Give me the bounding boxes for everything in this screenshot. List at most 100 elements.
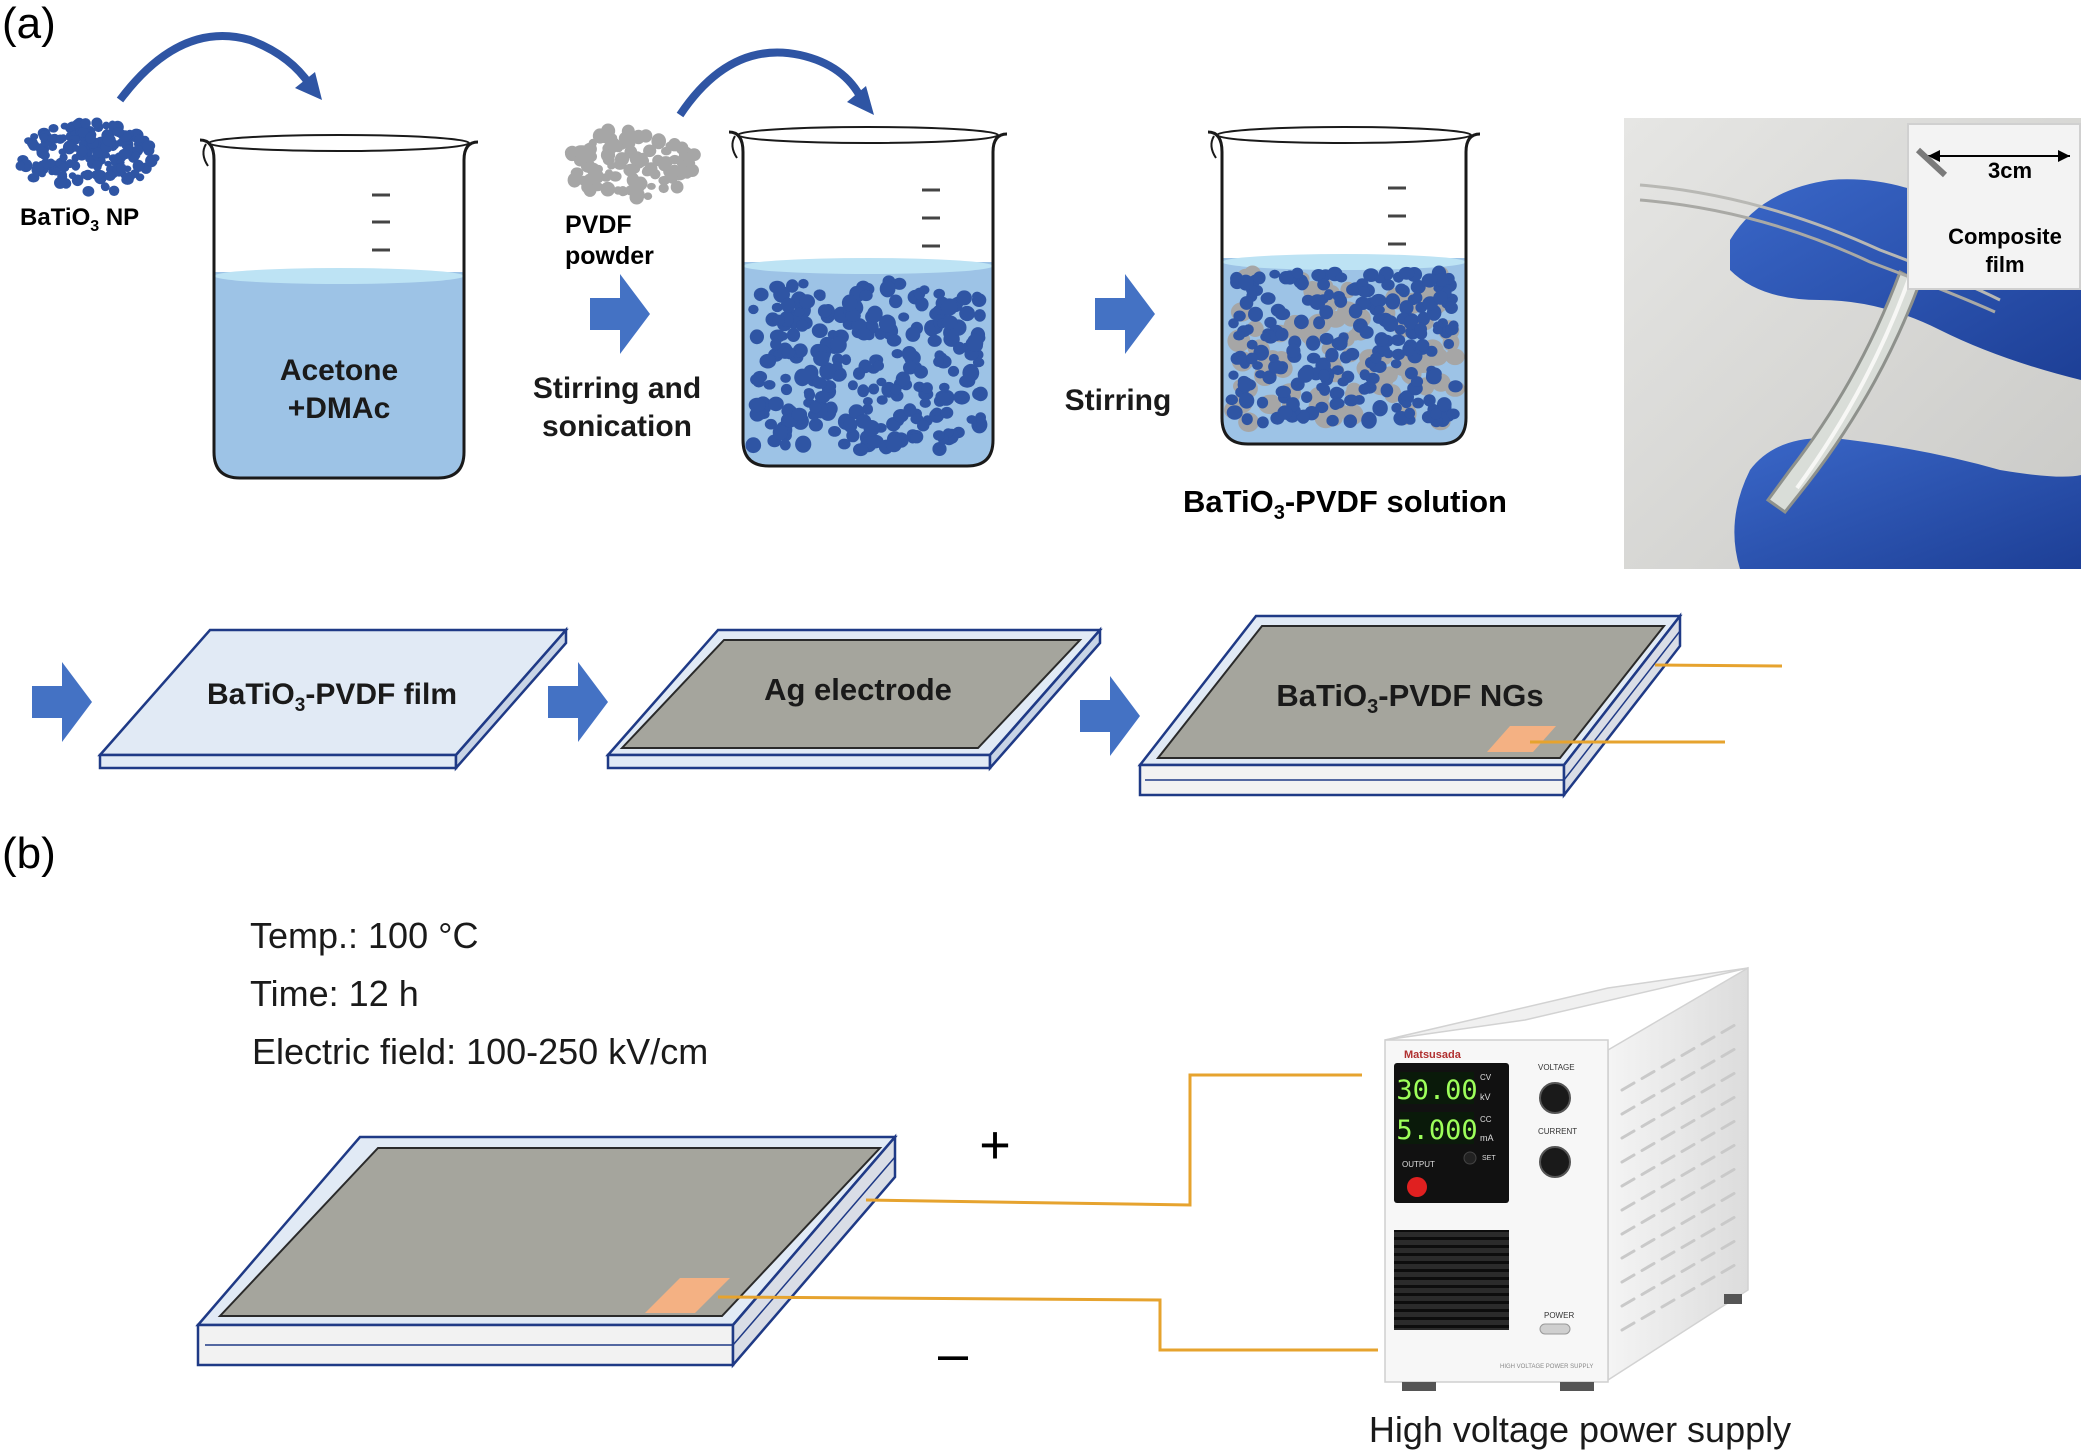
voltage-knob[interactable] <box>1539 1082 1571 1114</box>
particle <box>1286 343 1301 358</box>
particle <box>940 406 954 419</box>
cv-indicator: CV <box>1480 1073 1492 1082</box>
particle <box>613 159 627 170</box>
particle <box>750 373 764 386</box>
particle <box>834 369 847 381</box>
particle <box>58 162 70 173</box>
particle <box>1306 335 1321 351</box>
current-knob[interactable] <box>1539 1146 1571 1178</box>
particle <box>624 145 638 159</box>
particle <box>669 154 681 165</box>
vent-slot <box>1660 1274 1676 1285</box>
device-label: BaTiO3-PVDF NGs <box>1276 678 1543 718</box>
photo-caption-line1: Composite <box>1948 224 2062 249</box>
glove-finger-bottom <box>1734 438 2081 569</box>
particle <box>828 426 842 437</box>
particle <box>1344 394 1359 407</box>
particle <box>1346 283 1360 296</box>
particle <box>586 162 600 177</box>
particle <box>940 298 958 316</box>
particle <box>973 386 988 402</box>
particle <box>1361 411 1377 429</box>
particle <box>584 142 597 156</box>
particle <box>748 304 759 315</box>
vent-slot <box>1660 1106 1676 1117</box>
vent-slot <box>1680 1191 1696 1201</box>
particle <box>102 134 116 147</box>
particle <box>972 291 983 301</box>
particle <box>794 307 805 317</box>
particle <box>892 277 907 290</box>
process2-label: Stirring <box>1065 384 1172 417</box>
particle <box>885 435 903 453</box>
particle <box>1446 408 1460 420</box>
particle <box>972 357 985 368</box>
vent-slot <box>1660 1298 1676 1309</box>
vent-slot <box>1700 1083 1716 1094</box>
particle <box>1395 283 1408 295</box>
particle <box>55 134 66 144</box>
particle <box>135 173 145 182</box>
particle <box>1432 325 1443 335</box>
particle <box>779 439 791 451</box>
particle <box>1417 311 1430 326</box>
particle <box>607 162 616 170</box>
particle <box>917 420 930 432</box>
particle <box>132 159 145 172</box>
vent-slot <box>1620 1081 1636 1092</box>
particle <box>857 384 870 398</box>
particle <box>1343 414 1358 429</box>
particle <box>1275 327 1289 342</box>
vent-slot <box>1640 1190 1656 1200</box>
particle <box>51 167 61 176</box>
particle <box>811 323 828 339</box>
kv-unit: kV <box>1480 1092 1491 1102</box>
contact-pad <box>1487 726 1556 752</box>
particle <box>1385 293 1401 310</box>
particle <box>1265 394 1280 410</box>
particle <box>1275 385 1292 398</box>
particle <box>1309 294 1326 310</box>
vent-slot <box>1720 1024 1736 1034</box>
particle <box>941 315 958 330</box>
vent-slot <box>1640 1166 1656 1176</box>
particle <box>91 117 103 129</box>
particle <box>112 127 124 137</box>
particle <box>966 415 977 424</box>
particle <box>856 327 872 341</box>
particle <box>843 417 858 433</box>
vent-slot <box>1640 1238 1656 1248</box>
particle <box>62 140 76 155</box>
particle <box>1404 367 1418 380</box>
particle <box>1423 394 1436 407</box>
particle <box>71 161 81 171</box>
power-switch[interactable] <box>1539 1323 1571 1335</box>
vent-slot <box>1620 1177 1636 1188</box>
particle <box>808 418 824 432</box>
particle <box>1278 271 1294 285</box>
scale-inset <box>1907 123 2081 290</box>
vent-slot <box>1620 1225 1636 1236</box>
particle <box>1317 278 1330 291</box>
solution-label: BaTiO3-PVDF solution <box>1183 484 1507 524</box>
poling-device <box>195 1133 898 1369</box>
particle <box>72 144 81 152</box>
particle <box>1391 402 1402 413</box>
particle <box>65 123 75 132</box>
particle <box>134 134 144 144</box>
particle <box>1306 352 1321 364</box>
panel-label-a: (a) <box>2 0 56 48</box>
particle <box>131 151 141 160</box>
particle <box>769 280 786 294</box>
scale-bar-label: 3cm <box>1988 158 2032 183</box>
particle <box>853 367 865 380</box>
output-label: OUTPUT <box>1402 1160 1435 1169</box>
electrode-label: Ag electrode <box>764 672 952 707</box>
set-button[interactable] <box>1463 1151 1477 1165</box>
particle <box>1318 369 1330 382</box>
vent-slot <box>1720 1048 1736 1058</box>
particle <box>745 437 762 454</box>
vent-slot <box>1720 1144 1736 1154</box>
cc-indicator: CC <box>1480 1115 1492 1124</box>
output-button[interactable] <box>1407 1177 1427 1197</box>
